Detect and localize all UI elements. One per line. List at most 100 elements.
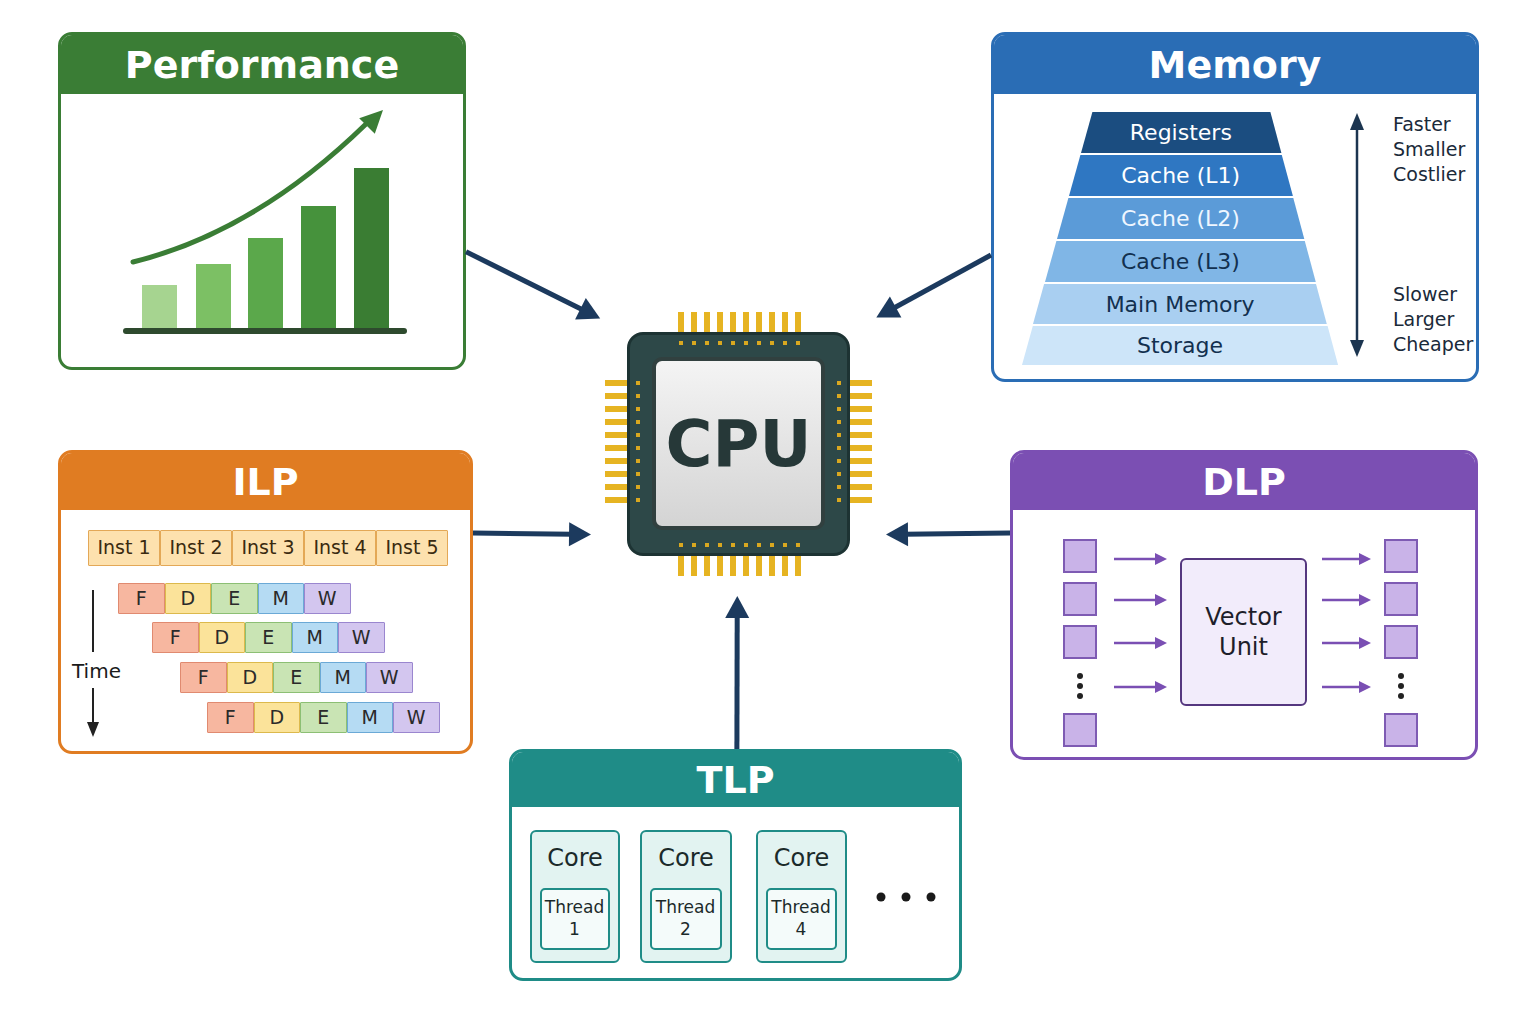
process-box: F: [152, 622, 199, 653]
vector-arrow: [1114, 686, 1156, 689]
arrowhead: [1155, 681, 1167, 693]
dot: [1398, 693, 1404, 699]
level-label: Cache (L2): [1057, 198, 1304, 239]
process-box: M: [320, 662, 367, 693]
process-box: Inst 5: [376, 530, 448, 566]
box-label: M: [307, 626, 323, 650]
box-label: D: [242, 666, 257, 690]
connector-arrow: [473, 522, 591, 546]
data-square: [1064, 714, 1096, 746]
process-box: Vector Unit: [1180, 558, 1307, 706]
box-label: D: [269, 706, 284, 730]
process-box: M: [347, 702, 394, 733]
arrowhead: [1155, 637, 1167, 649]
panel-heading: ILP: [61, 453, 470, 510]
dot: [1398, 683, 1404, 689]
chart-bar: [248, 238, 283, 330]
side-note: Slower Larger Cheaper: [1393, 282, 1478, 357]
arrowhead: [1155, 553, 1167, 565]
panel-heading: TLP: [512, 752, 959, 807]
cpu-contact-dots: [636, 341, 841, 547]
data-square: [1385, 626, 1417, 658]
box-label: E: [290, 666, 302, 690]
box-label: M: [273, 587, 289, 611]
process-box: E: [273, 662, 320, 693]
arrowhead: [1359, 681, 1371, 693]
connector-arrow: [725, 596, 749, 749]
hierarchy-arrow: [1356, 128, 1359, 342]
vector-arrow: [1322, 686, 1360, 689]
box-label: Thread 1: [543, 897, 607, 940]
process-box: F: [180, 662, 227, 693]
vector-arrow: [1322, 642, 1360, 645]
dot: [1398, 673, 1404, 679]
connector-line: [466, 252, 584, 311]
core-label: Core: [758, 844, 845, 872]
process-box: F: [207, 702, 254, 733]
band-fill: [1069, 155, 1293, 196]
memory-level: Main Memory: [1033, 284, 1327, 324]
cpu-pins: [605, 312, 872, 576]
box-label: F: [225, 706, 236, 730]
box-label: W: [407, 706, 426, 730]
panel-heading: DLP: [1013, 453, 1475, 510]
data-square: [1385, 540, 1417, 572]
arrowhead: [886, 522, 908, 546]
arrowhead: [725, 596, 749, 618]
data-squares: [1064, 540, 1417, 746]
arrowhead: [876, 297, 901, 318]
box-label: W: [380, 666, 399, 690]
data-square: [1064, 626, 1096, 658]
chart-bar: [301, 206, 336, 330]
core-box: CoreThread 1: [530, 830, 620, 963]
dot: [902, 893, 911, 902]
chart-bar: [196, 264, 231, 330]
ellipsis-dots: [1077, 673, 1404, 699]
band-fill: [1022, 326, 1338, 365]
dot: [927, 893, 936, 902]
arrowhead: [569, 522, 591, 546]
connector-arrow: [876, 255, 991, 318]
concept-panel: DLP Vector Unit: [1010, 450, 1478, 760]
box-label: W: [352, 626, 371, 650]
data-square: [1064, 583, 1096, 615]
process-box: W: [304, 583, 351, 614]
connector-line: [892, 255, 991, 309]
ellipsis-dots: [877, 893, 936, 902]
arrowhead: [87, 722, 99, 737]
process-box: Inst 4: [304, 530, 376, 566]
dot: [1077, 693, 1083, 699]
trend-arrowhead: [359, 110, 383, 134]
side-note: Faster Smaller Costlier: [1393, 112, 1478, 187]
level-label: Cache (L3): [1045, 241, 1316, 282]
box-label: W: [318, 587, 337, 611]
chip-die: CPU: [652, 357, 825, 530]
box-label: E: [228, 587, 240, 611]
vector-arrow: [1322, 599, 1360, 602]
box-label: Inst 5: [385, 536, 438, 560]
data-square: [1064, 540, 1096, 572]
box-label: M: [362, 706, 378, 730]
process-box: E: [245, 622, 292, 653]
process-box: Inst 1: [88, 530, 160, 566]
arrowhead: [1350, 113, 1364, 130]
vector-arrow: [1114, 599, 1156, 602]
dot: [1077, 683, 1083, 689]
memory-level: Registers: [1081, 112, 1281, 153]
level-label: Cache (L1): [1069, 155, 1293, 196]
chart-bar: [354, 168, 389, 330]
connector-line: [904, 533, 1010, 534]
core-box: CoreThread 2: [640, 830, 732, 963]
process-box: E: [211, 583, 258, 614]
chart-bar: [142, 285, 177, 330]
process-box: M: [292, 622, 339, 653]
dot: [1077, 673, 1083, 679]
chart-baseline: [123, 328, 407, 334]
panel-heading: Performance: [61, 35, 463, 94]
level-label: Registers: [1081, 112, 1281, 153]
process-box: D: [227, 662, 274, 693]
box-label: Inst 4: [313, 536, 366, 560]
box-label: Inst 2: [169, 536, 222, 560]
memory-level: Cache (L1): [1069, 155, 1293, 196]
